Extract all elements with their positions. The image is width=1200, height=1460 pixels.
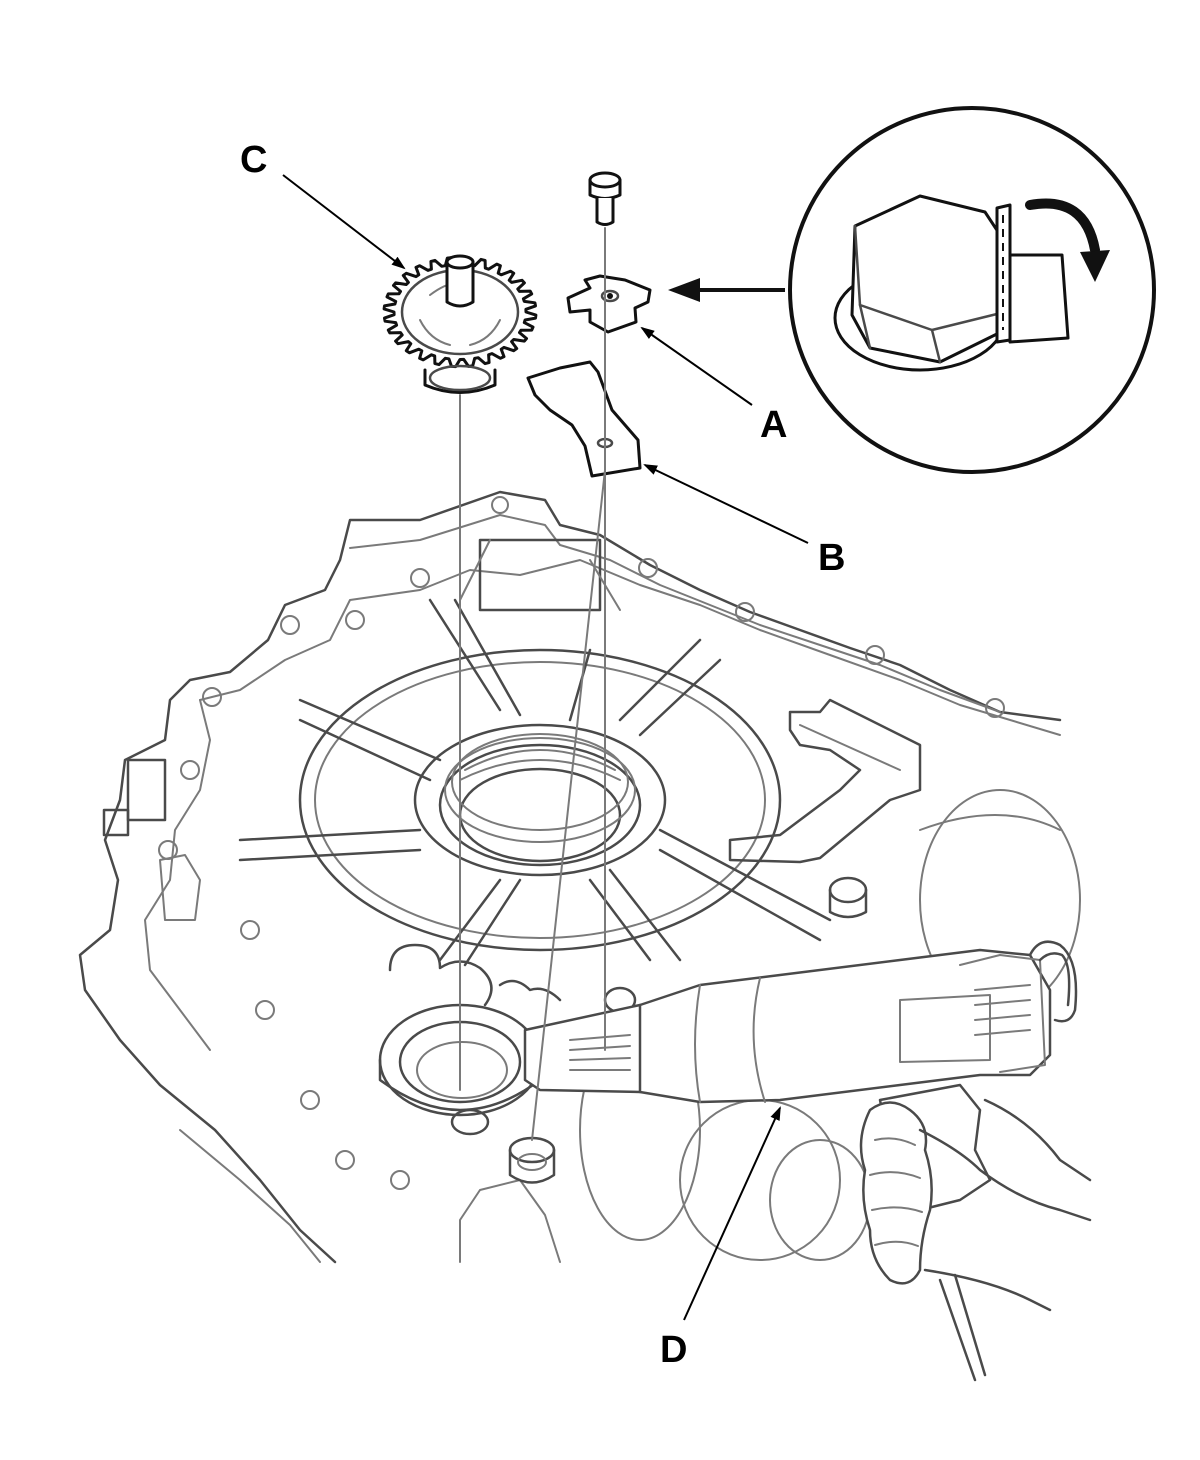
detail-pointer-arrow [668,278,785,302]
assembly-guide-lines [459,227,606,1141]
drain-plug [508,1136,556,1184]
bracket-part [526,360,642,478]
lock-plate-part [566,274,652,334]
hand [859,1098,1092,1312]
callout-label-c: C [240,139,267,181]
callout-leaders [282,174,809,1321]
transmission-housing [78,490,1081,1264]
flange-bolt-bosses [158,496,1005,1190]
callout-label-b: B [818,537,845,579]
leader-b [643,464,809,544]
housing-ribs [238,598,832,967]
callout-label-d: D [660,1329,687,1371]
callout-label-a: A [760,404,787,446]
leader-d [683,1106,781,1321]
detail-view [788,106,1156,474]
gear-part [382,254,538,394]
leader-c [282,174,406,270]
leader-a [640,326,753,406]
heat-gun [523,940,1078,1382]
bolt-part [588,171,622,226]
